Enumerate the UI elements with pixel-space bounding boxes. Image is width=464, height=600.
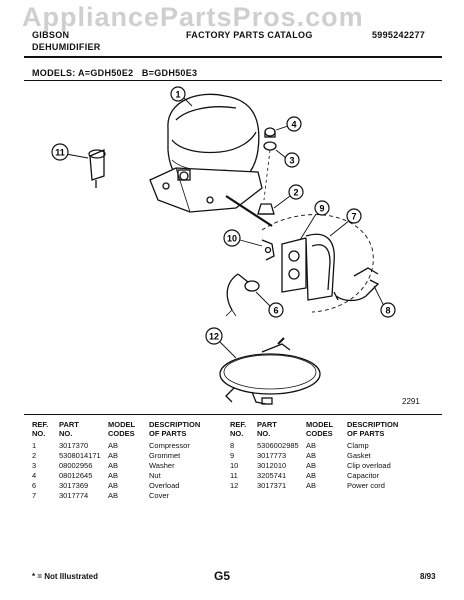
callout-9: 9 [299, 200, 330, 241]
nut-washer-drawing [263, 127, 277, 201]
catalog-number: 5995242277 [372, 30, 426, 40]
callout-2: 2 [273, 184, 304, 209]
header-rule [24, 56, 442, 58]
svg-text:4: 4 [291, 120, 296, 130]
col-ref: REF.NO. [32, 420, 49, 438]
cover-gasket-drawing [261, 214, 374, 313]
svg-text:10: 10 [227, 234, 237, 244]
models-label: MODELS: [32, 68, 76, 78]
svg-text:6: 6 [273, 306, 278, 316]
callout-3: 3 [275, 149, 300, 168]
callout-1: 1 [170, 86, 193, 107]
table-rule [24, 414, 442, 415]
page-code: G5 [214, 569, 231, 583]
category-label: DEHUMIDIFIER [32, 42, 101, 52]
catalog-title: FACTORY PARTS CATALOG [186, 30, 313, 40]
svg-text:1: 1 [175, 90, 180, 100]
footnote: * = Not Illustrated [32, 572, 99, 581]
revision-date: 8/93 [420, 572, 436, 581]
figure-number: 2291 [402, 397, 420, 406]
svg-text:2: 2 [293, 188, 298, 198]
col-ref: REF.NO. [230, 420, 247, 438]
models-list: A=GDH50E2 B=GDH50E3 [78, 68, 198, 78]
power-cord-drawing [219, 337, 321, 405]
svg-text:3: 3 [289, 156, 294, 166]
callout-6: 6 [255, 291, 284, 318]
callout-10: 10 [223, 229, 263, 247]
capacitor-drawing [88, 149, 106, 188]
callout-11: 11 [51, 143, 89, 161]
callouts: 1 2 3 4 6 7 8 [51, 86, 396, 359]
exploded-parts-diagram: 1 2 3 4 6 7 8 [51, 86, 420, 406]
clip-overload-drawing [261, 239, 275, 261]
brand-label: GIBSON [32, 30, 70, 40]
svg-text:9: 9 [319, 204, 324, 214]
overload-drawing [225, 273, 260, 317]
callout-4: 4 [275, 116, 302, 132]
clamp-drawing [333, 267, 380, 302]
svg-text:8: 8 [385, 306, 390, 316]
watermark: AppliancePartsPros.com [22, 2, 364, 32]
models-rule [24, 80, 442, 81]
grommet-drawing [257, 203, 275, 215]
callout-12: 12 [205, 327, 237, 359]
callout-7: 7 [329, 208, 362, 237]
svg-text:7: 7 [351, 212, 356, 222]
svg-text:12: 12 [209, 332, 219, 342]
compressor-drawing [149, 93, 263, 213]
svg-text:11: 11 [55, 148, 65, 158]
callout-8: 8 [373, 285, 396, 318]
